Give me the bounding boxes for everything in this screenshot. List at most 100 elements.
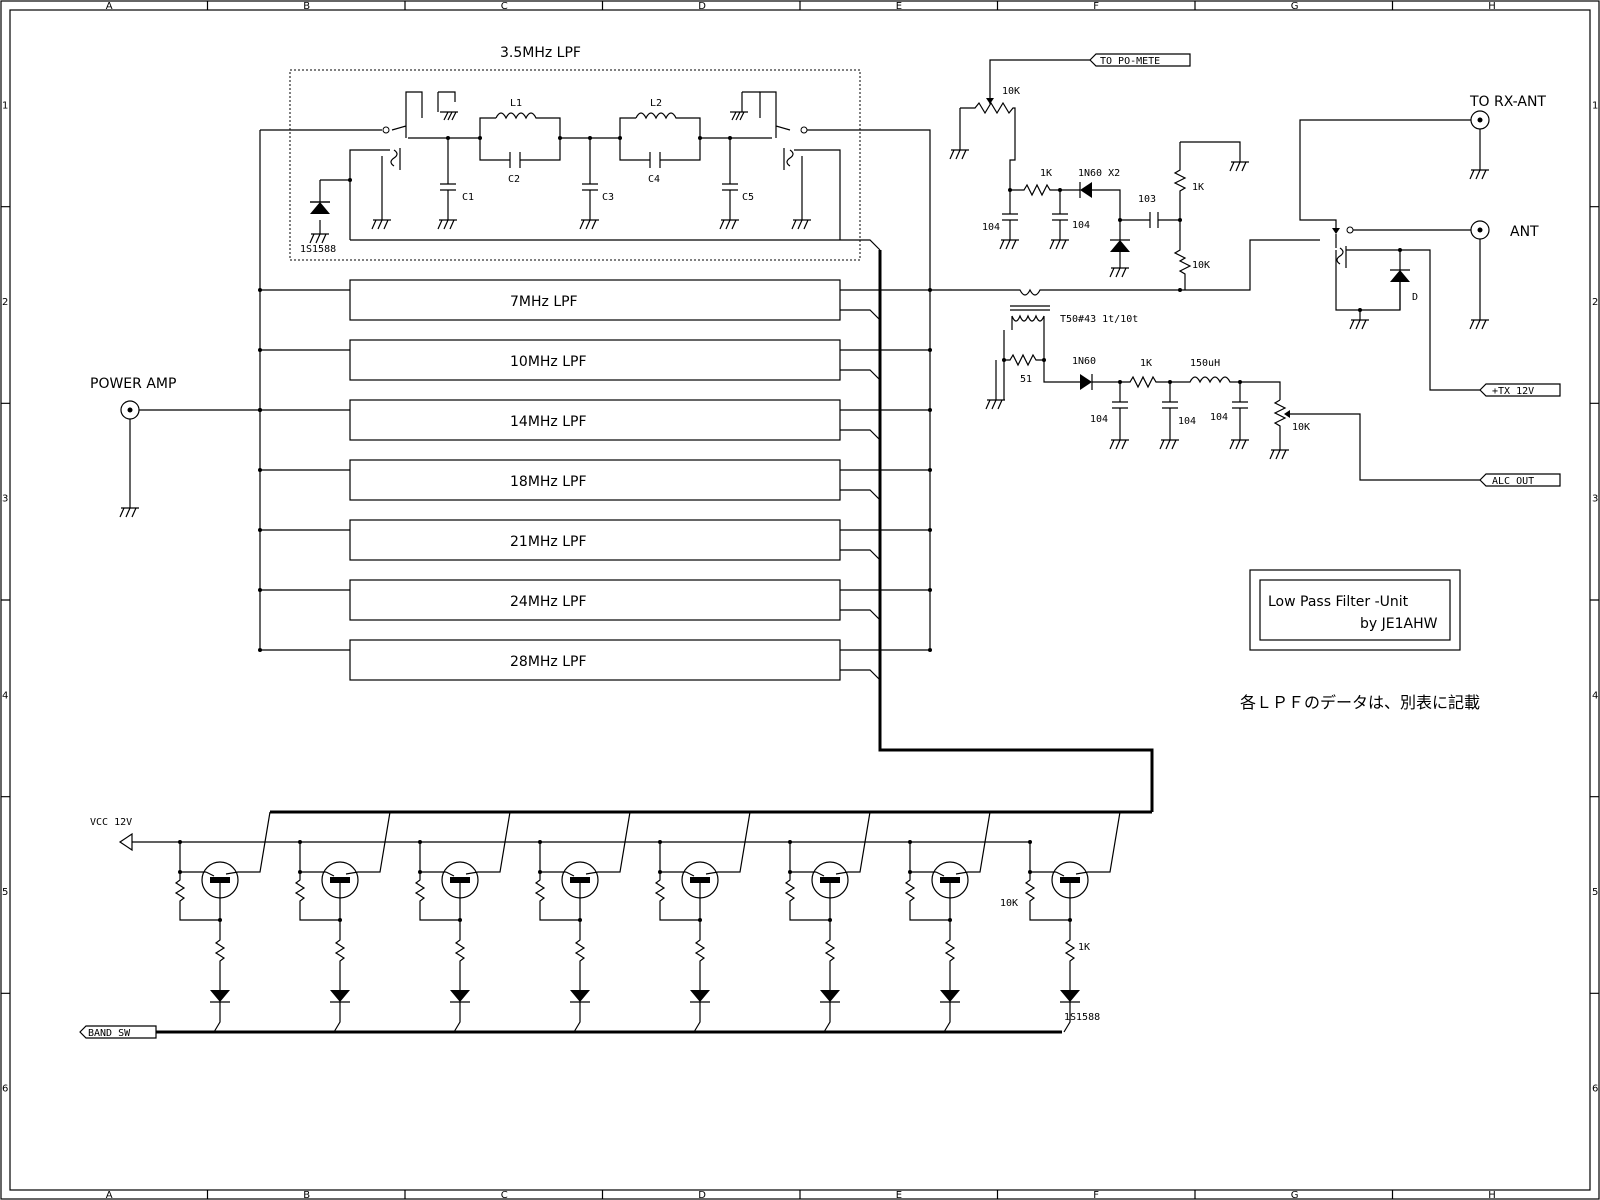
grid-row-right: 4	[1592, 690, 1598, 701]
grid-col-bottom: G	[1291, 1190, 1299, 1200]
lpf35-title: 3.5MHz LPF	[500, 45, 581, 61]
grid-col-bottom: C	[501, 1190, 508, 1200]
ground-symbol	[1469, 169, 1489, 180]
meter-c1-label: 104	[982, 222, 1000, 233]
title-line1: Low Pass Filter -Unit	[1268, 594, 1409, 610]
lpf-block-label: 24MHz LPF	[510, 594, 587, 610]
grid-row-left: 1	[2, 100, 8, 111]
grid-col-bottom: D	[698, 1190, 706, 1200]
meter-r-bot-label: 10K	[1192, 260, 1210, 271]
ant-d-label: D	[1412, 292, 1418, 303]
alc-c2-label: 104	[1178, 416, 1196, 427]
l1-label: L1	[510, 98, 522, 109]
grid-row-right: 3	[1592, 494, 1598, 505]
title-block-outer	[1249, 569, 1461, 651]
lpf-block-label: 10MHz LPF	[510, 354, 587, 370]
alc-l-label: 150uH	[1190, 358, 1220, 369]
alc-out-label: ALC OUT	[1492, 476, 1534, 487]
grid-row-left: 4	[2, 690, 8, 701]
tx-12v-label: +TX 12V	[1492, 386, 1534, 397]
ground-symbol	[949, 149, 969, 160]
ground-symbol	[1049, 239, 1069, 250]
band-driver	[534, 811, 631, 1033]
grid-row-left: 2	[2, 297, 8, 308]
grid-row-left: 3	[2, 494, 8, 505]
alc-pot-label: 10K	[1292, 422, 1310, 433]
band-driver	[654, 811, 751, 1033]
lpf-block-label: 7MHz LPF	[510, 294, 578, 310]
grid-col-bottom: A	[106, 1190, 113, 1200]
grid-col-top: A	[106, 1, 113, 12]
grid-col-top: D	[698, 1, 706, 12]
lpf-block-label: 28MHz LPF	[510, 654, 587, 670]
ground-symbol	[1349, 319, 1369, 330]
grid-col-bottom: E	[896, 1190, 902, 1200]
c5-label: C5	[742, 192, 754, 203]
lpf-block-label: 14MHz LPF	[510, 414, 587, 430]
lpf-block: 21MHz LPF	[258, 519, 932, 561]
driver-r1-label: 10K	[1000, 898, 1018, 909]
ground-symbol	[1109, 439, 1129, 450]
meter-c2-label: 104	[1072, 220, 1090, 231]
toroid-label: T50#43 1t/10t	[1060, 314, 1138, 325]
band-driver	[904, 811, 991, 1033]
grid-col-top: G	[1291, 1, 1299, 12]
band-driver	[784, 811, 871, 1033]
grid-col-top: F	[1093, 1, 1099, 12]
c3-label: C3	[602, 192, 614, 203]
c1-label: C1	[462, 192, 474, 203]
lpf35-dashed-box	[289, 69, 861, 261]
alc-r-label: 1K	[1140, 358, 1152, 369]
ground-symbol	[1109, 267, 1129, 278]
meter-r-top-label: 1K	[1192, 182, 1204, 193]
lpf35-diode-label: 1S1588	[300, 244, 336, 255]
band-driver	[174, 811, 271, 1033]
lpf-block: 18MHz LPF	[258, 459, 932, 501]
ground-symbol	[579, 219, 599, 230]
alc-c3-label: 104	[1210, 412, 1228, 423]
po-pot-label: 10K	[1002, 86, 1020, 97]
grid-col-bottom: F	[1093, 1190, 1099, 1200]
lpf-block: 10MHz LPF	[258, 339, 932, 381]
band-driver	[1024, 811, 1121, 1033]
grid-col-top: C	[501, 1, 508, 12]
band-driver	[294, 811, 391, 1033]
ground-symbol	[1269, 449, 1289, 460]
ground-symbol	[791, 219, 811, 230]
grid-col-top: H	[1488, 1, 1496, 12]
l2-label: L2	[650, 98, 662, 109]
ground-symbol	[719, 219, 739, 230]
grid-row-right: 2	[1592, 297, 1598, 308]
meter-c3-label: 103	[1138, 194, 1156, 205]
ground-symbol	[371, 219, 391, 230]
band-sw-label: BAND SW	[88, 1028, 131, 1039]
c2-label: C2	[508, 174, 520, 185]
grid-row-right: 1	[1592, 100, 1598, 111]
grid-row-left: 5	[2, 887, 8, 898]
ground-symbol	[1469, 319, 1489, 330]
title-block-inner	[1259, 579, 1451, 641]
meter-r1-label: 1K	[1040, 168, 1052, 179]
lpf-block-label: 21MHz LPF	[510, 534, 587, 550]
ground-symbol	[985, 399, 1005, 410]
ground-symbol	[1159, 439, 1179, 450]
ant-label: ANT	[1510, 224, 1539, 240]
lpf-block: 14MHz LPF	[258, 399, 932, 441]
power-amp-label: POWER AMP	[90, 376, 176, 392]
driver-diode-label: 1S1588	[1064, 1012, 1100, 1023]
lpf-block: 24MHz LPF	[258, 579, 932, 621]
ground-symbol	[309, 233, 329, 244]
lpf-block: 28MHz LPF	[258, 639, 932, 681]
lpf-block: 7MHz LPF	[258, 279, 932, 321]
r51-label: 51	[1020, 374, 1032, 385]
grid-col-bottom: B	[303, 1190, 310, 1200]
to-po-meter-label: TO PO-METE	[1100, 56, 1160, 67]
ground-symbol	[119, 507, 139, 518]
ground-symbol	[1229, 439, 1249, 450]
lpf-block-label: 18MHz LPF	[510, 474, 587, 490]
grid-col-top: E	[896, 1, 902, 12]
meter-diode-label: 1N60 X2	[1078, 168, 1120, 179]
